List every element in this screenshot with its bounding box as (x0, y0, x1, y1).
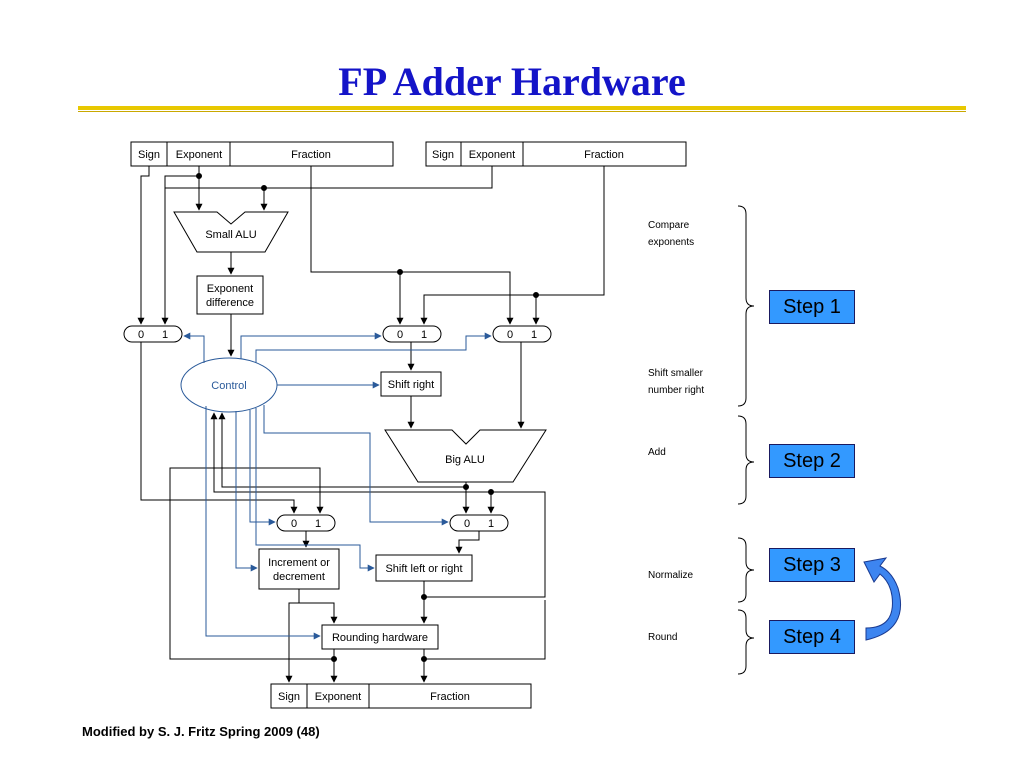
small-alu-label: Small ALU (205, 229, 256, 241)
big-alu-label: Big ALU (445, 454, 485, 466)
mux5-zero: 0 (464, 518, 470, 530)
inc-dec-line2: decrement (273, 571, 325, 583)
step4-to-step3-arrow (863, 557, 902, 641)
mux3-zero: 0 (507, 329, 513, 341)
reg-b-exponent: Exponent (469, 149, 515, 161)
mux4-zero: 0 (291, 518, 297, 530)
stage-add: Add (648, 447, 666, 458)
step-3-box: Step 3 (769, 548, 855, 582)
step-4-box: Step 4 (769, 620, 855, 654)
reg-out-exponent: Exponent (315, 691, 361, 703)
mux2-zero: 0 (397, 329, 403, 341)
mux4-one: 1 (315, 518, 321, 530)
mux-exponent-select: 0 1 (123, 325, 183, 343)
control-label: Control (211, 380, 246, 392)
step-2-box: Step 2 (769, 444, 855, 478)
stage-shift-2: number right (648, 385, 704, 396)
brace-step2 (737, 415, 755, 505)
big-alu (384, 429, 547, 483)
mux1-one: 1 (162, 329, 168, 341)
stage-shift-1: Shift smaller (648, 368, 704, 379)
mux1-zero: 0 (138, 329, 144, 341)
braces (737, 205, 755, 675)
rounding-hardware-box (321, 624, 439, 650)
stage-normalize: Normalize (648, 570, 693, 581)
increment-decrement-box (258, 548, 340, 590)
register-a: Sign Exponent Fraction (130, 141, 394, 167)
mux-fraction-result: 0 1 (449, 514, 509, 532)
stage-labels: Compare exponents Shift smaller number r… (648, 220, 704, 643)
reg-out-sign: Sign (278, 691, 300, 703)
register-b: Sign Exponent Fraction (425, 141, 687, 167)
stage-compare-2: exponents (648, 237, 694, 248)
reg-a-exponent: Exponent (176, 149, 222, 161)
shift-lr-label: Shift left or right (385, 563, 462, 575)
exp-diff-line1: Exponent (207, 283, 253, 295)
rounding-label: Rounding hardware (332, 632, 428, 644)
brace-step4 (737, 609, 755, 675)
reg-a-fraction: Fraction (291, 149, 331, 161)
step-1-box: Step 1 (769, 290, 855, 324)
mux-exponent-result: 0 1 (276, 514, 336, 532)
mux3-one: 1 (531, 329, 537, 341)
mux5-one: 1 (488, 518, 494, 530)
stage-round: Round (648, 632, 677, 643)
reg-a-sign: Sign (138, 149, 160, 161)
brace-step3 (737, 537, 755, 603)
mux-fraction-a: 0 1 (382, 325, 442, 343)
mux-fraction-b: 0 1 (492, 325, 552, 343)
stage-compare-1: Compare (648, 220, 690, 231)
register-result: Sign Exponent Fraction (270, 683, 532, 709)
mux2-one: 1 (421, 329, 427, 341)
title-rule (78, 106, 966, 114)
data-paths (137, 166, 605, 683)
inc-dec-line1: Increment or (268, 557, 330, 569)
exp-diff-line2: difference (206, 297, 254, 309)
footer-credit: Modified by S. J. Fritz Spring 2009 (48) (82, 724, 320, 739)
shift-right-label: Shift right (388, 379, 434, 391)
small-alu (173, 211, 289, 253)
brace-step1 (737, 205, 755, 407)
reg-out-fraction: Fraction (430, 691, 470, 703)
control-lines (183, 332, 492, 640)
reg-b-fraction: Fraction (584, 149, 624, 161)
page-title: FP Adder Hardware (338, 59, 686, 104)
exponent-difference-box (196, 275, 264, 315)
reg-b-sign: Sign (432, 149, 454, 161)
